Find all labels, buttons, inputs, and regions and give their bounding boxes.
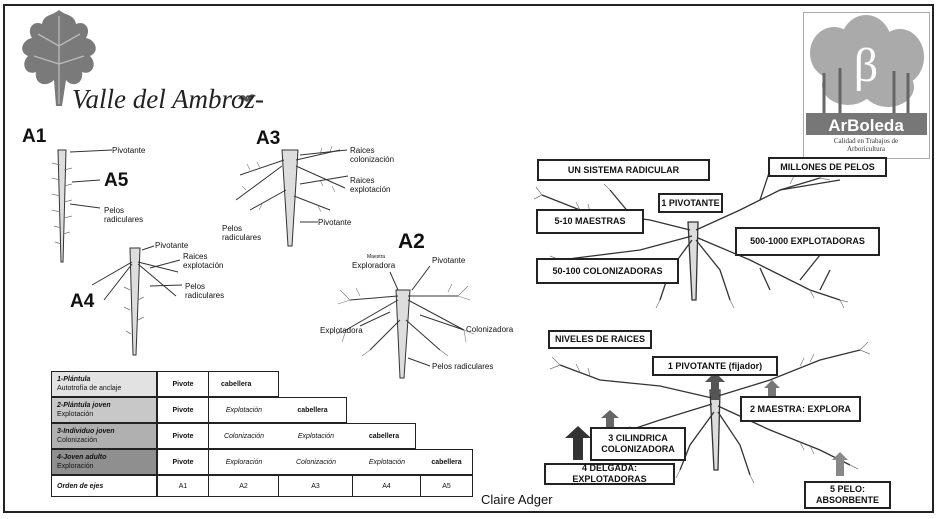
a3-exp-label: Raices explotación (350, 176, 391, 194)
r3-c4: cabellera (353, 423, 416, 449)
box-pivot-fijador: 1 PIVOTANTE (fijador) (652, 356, 778, 376)
bird-icon (238, 94, 256, 102)
a4-roots-label: Raices explotación (183, 252, 224, 270)
a1-pivot-label: Pivotante (112, 146, 146, 155)
a2-pivot-label: Pivotante (432, 256, 466, 265)
label-a1: A1 (22, 126, 47, 147)
r2-c2: Explotación (209, 397, 279, 423)
r4-c4: Explotación (353, 449, 421, 475)
r3-c3: Explotación (279, 423, 353, 449)
author-credit: Claire Adger (481, 492, 553, 507)
footer-a2: A2 (209, 475, 279, 497)
r3-c1: Pivote (157, 423, 209, 449)
box-colonizadoras: 50-100 COLONIZADORAS (536, 258, 679, 284)
box-pivot: 1 PIVOTANTE (658, 193, 723, 213)
footer-a3: A3 (279, 475, 353, 497)
a2-explot-label: Explotadora (320, 326, 363, 335)
a2-expl-label: Exploradora (352, 261, 396, 270)
box-pelo: 5 PELO:ABSORBENTE (804, 481, 891, 509)
oak-leaf-icon (22, 10, 96, 106)
label-a2: A2 (398, 230, 425, 253)
box-explotadoras: 500-1000 EXPLOTADORAS (735, 227, 880, 256)
a1-hairs-label: Pelos radiculares (104, 206, 144, 224)
a2-maestra-label: Maestra (367, 254, 386, 260)
box-system: UN SISTEMA RADICULAR (537, 159, 710, 181)
r1-c1: Pivote (157, 371, 209, 397)
a3-hairs-label: Pelos radiculares (222, 224, 262, 242)
a2-col-label: Colonizadora (466, 325, 514, 334)
footer-a5: A5 (421, 475, 473, 497)
footer-a4: A4 (353, 475, 421, 497)
trees-icon: β ArBoleda Calidad en Trabajos de Arbori… (806, 15, 927, 153)
label-a4: A4 (70, 291, 95, 312)
r4-c3: Colonización (279, 449, 353, 475)
beta-symbol: β (854, 39, 878, 92)
page-title: Valle del Ambroz- (72, 84, 264, 114)
logo-name: ArBoleda (828, 116, 904, 135)
box-delgada: 4 DELGADA: EXPLOTADORAS (544, 463, 675, 485)
r1-c2: cabellera (209, 371, 279, 397)
logo-tagline-1: Calidad en Trabajos de (834, 137, 898, 145)
box-hairs: MILLONES DE PELOS (768, 157, 887, 177)
logo-tagline-2: Arboricultura (847, 145, 886, 153)
a4-pivot-label: Pivotante (155, 241, 189, 250)
footer-a1: A1 (157, 475, 209, 497)
r2-c3: cabellera (279, 397, 347, 423)
arboleda-logo: β ArBoleda Calidad en Trabajos de Arbori… (803, 12, 930, 159)
r4-c1: Pivote (157, 449, 209, 475)
r3-c2: Colonización (209, 423, 279, 449)
r4-c2: Exploración (209, 449, 279, 475)
a4-hairs-label: Pelos radiculares (185, 282, 225, 300)
stage-footer-label: Orden de ejes (51, 475, 157, 497)
a2-hairs-label: Pelos radiculares (432, 362, 494, 371)
label-a5: A5 (104, 170, 129, 191)
box-maestras: 5-10 MAESTRAS (536, 209, 644, 234)
box-levels: NIVELES DE RAICES (548, 330, 652, 349)
label-a3: A3 (256, 128, 281, 149)
root-drawings (51, 145, 475, 379)
r2-c1: Pivote (157, 397, 209, 423)
a3-col-label: Raices colonización (350, 146, 395, 164)
r4-c5: cabellera (421, 449, 473, 475)
a3-pivot-label: Pivotante (318, 218, 352, 227)
box-maestra: 2 MAESTRA: EXPLORA (740, 396, 861, 422)
slide-frame (3, 4, 934, 513)
